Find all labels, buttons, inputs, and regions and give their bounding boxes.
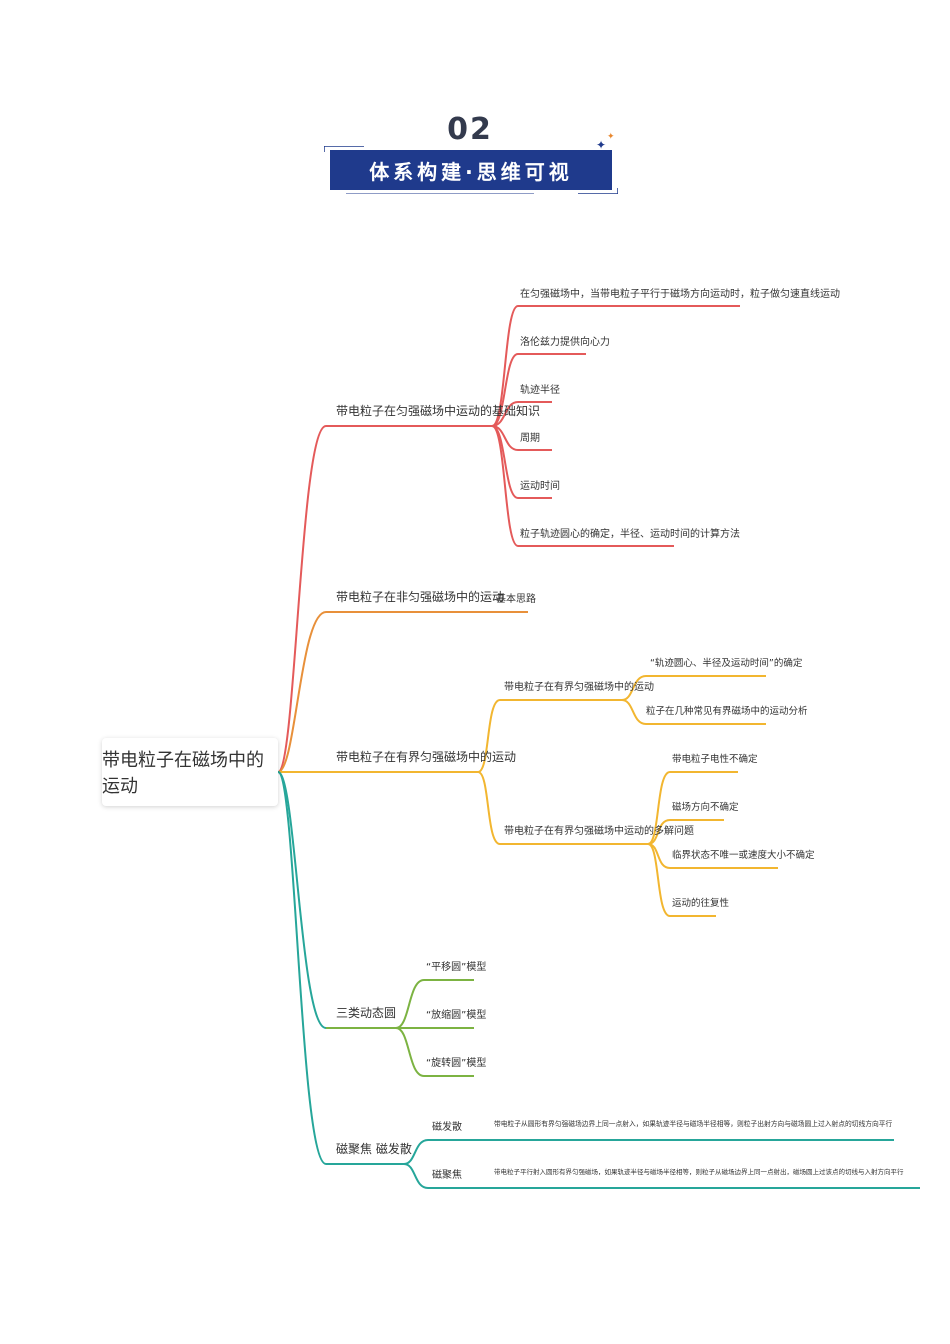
branch-nonuniform: 带电粒子在非匀强磁场中的运动 [336,590,505,604]
root-label: 带电粒子在磁场中的运动 [102,750,264,797]
branch-bounded: 带电粒子在有界匀强磁场中的运动 [336,750,517,764]
focus-sub1-detail: 带电粒子从圆形有界匀强磁场边界上同一点射入，如果轨迹半径与磁场半径相等，则粒子出… [494,1120,893,1128]
link-root-nonuniform [277,611,327,773]
bounded-sub1-item: “轨迹圆心、半径及运动时间”的确定 [650,658,803,669]
branch-focus: 磁聚焦 磁发散 [336,1142,412,1156]
dynamic-item: “放缩圆”模型 [426,1010,487,1021]
sparkle-icon: ✦ [596,138,607,152]
dynamic-item: “旋转圆”模型 [426,1058,487,1069]
dynamic-item: “平移圆”模型 [426,962,487,973]
focus-sub2-detail: 带电粒子平行射入圆形有界匀强磁场，如果轨迹半径与磁场半径相等，则粒子从磁场边界上… [494,1168,904,1176]
branch-basic: 带电粒子在匀强磁场中运动的基础知识 [336,404,541,418]
bounded-sub2-item: 磁场方向不确定 [672,802,739,813]
link-root-focus [277,771,327,1165]
section-title: 体系构建·思维可视 [369,159,573,184]
bounded-sub2-item: 带电粒子电性不确定 [672,754,758,765]
basic-item: 在匀强磁场中，当带电粒子平行于磁场方向运动时，粒子做匀速直线运动 [520,289,840,300]
branch-dynamic-circles: 三类动态圆 [336,1006,397,1020]
focus-sub1: 磁发散 [432,1122,462,1133]
bounded-sub1: 带电粒子在有界匀强磁场中的运动 [504,682,654,693]
focus-sub2: 磁聚焦 [432,1170,462,1181]
basic-item: 粒子轨迹圆心的确定，半径、运动时间的计算方法 [520,529,740,540]
bounded-sub2-item: 运动的往复性 [672,898,730,909]
link-root-basic [277,425,327,773]
bounded-sub2: 带电粒子在有界匀强磁场中运动的多解问题 [504,826,694,837]
bounded-sub2-item: 临界状态不唯一或速度大小不确定 [672,850,815,861]
nonuniform-item: 基本思路 [496,594,536,605]
section-number: 02 [447,112,493,147]
section-title-banner: 体系构建·思维可视 [330,150,612,190]
link-root-dynamic [277,771,327,1029]
basic-item: 轨迹半径 [520,385,560,396]
basic-item: 运动时间 [520,481,560,492]
basic-item: 洛伦兹力提供向心力 [520,337,610,348]
sparkle-small-icon: ✦ [607,132,615,142]
mindmap-root: 带电粒子在磁场中的运动 [102,738,278,806]
bounded-sub1-item: 粒子在几种常见有界磁场中的运动分析 [646,706,808,717]
basic-item: 周期 [520,433,540,444]
